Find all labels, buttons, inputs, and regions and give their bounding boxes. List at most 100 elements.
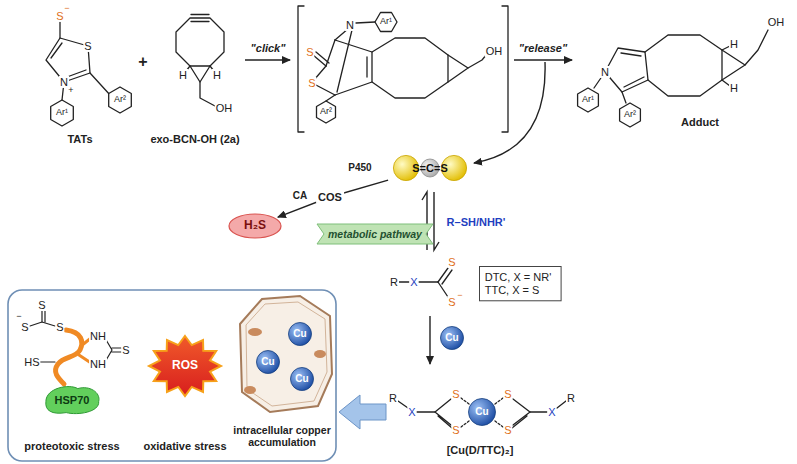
line-art [722, 50, 745, 80]
line-art [105, 338, 121, 362]
node-text: DTC, X = NR' [485, 271, 552, 284]
atom-label: N [600, 66, 610, 78]
atom-label: H [729, 82, 739, 94]
line-art [366, 57, 367, 77]
line-art [298, 6, 304, 132]
protein-blob: HSP70 [43, 385, 101, 415]
caption-label: exo-BCN-OH (2a) [149, 133, 240, 145]
arrow-label: "click" [250, 42, 287, 54]
atom-label: H [178, 69, 188, 81]
line-art [40, 361, 55, 362]
atom-label: S [447, 256, 456, 268]
line-art [474, 62, 545, 163]
line-art [512, 399, 530, 428]
line-art [109, 87, 132, 113]
line-art [620, 103, 641, 127]
ball-shape [289, 323, 312, 346]
atom-label: R [389, 276, 399, 288]
atom-label: S [503, 424, 512, 436]
copper-ball: Cu [440, 326, 464, 350]
atom-label: X [409, 276, 418, 288]
line-art [326, 95, 335, 101]
protein-chain [30, 311, 121, 384]
molecule-node: S=C=S [390, 153, 470, 183]
atom-label: R–SH/NHR' [446, 216, 507, 228]
caption-label: Adduct [680, 116, 720, 128]
atom-label: Ar¹ [380, 17, 392, 27]
arrow-label: CA [292, 190, 308, 201]
caption-label: proteotoxic stress [23, 440, 120, 452]
node-text: Cu [293, 328, 306, 340]
line-art [186, 66, 214, 71]
line-art [30, 311, 121, 362]
atom-label: S [451, 388, 460, 400]
line-art [314, 84, 335, 95]
atom-label: S [447, 296, 456, 308]
box-shape [479, 267, 561, 301]
atom-label: + [137, 53, 148, 71]
line-art [176, 18, 224, 66]
atom-label: S [55, 10, 64, 22]
atom-label: S [121, 344, 130, 356]
atom-label: X [547, 406, 556, 418]
line-art [67, 70, 86, 77]
copper-ball: Cu [468, 398, 496, 426]
line-art [317, 101, 336, 123]
line-art [438, 282, 448, 297]
complex-structure [398, 398, 566, 428]
line-art [502, 6, 508, 132]
atom-label: S [305, 46, 314, 58]
adduct-structure [578, 30, 768, 127]
atom-label: OH [215, 102, 234, 114]
node-text: H₂S [244, 219, 266, 233]
arrow-label: P450 [347, 162, 372, 173]
ros-starburst: ROS [148, 335, 222, 397]
atom-label: S [55, 321, 64, 333]
caption-label: TATs [66, 133, 93, 145]
tat-structure [46, 21, 131, 126]
line-art [335, 28, 352, 92]
atom-label: Ar² [114, 95, 126, 105]
atom-label: S [20, 321, 29, 333]
bcn-structure [176, 15, 224, 107]
arrow-label: "release" [518, 42, 568, 54]
ellipse-shape [229, 214, 281, 238]
line-art [434, 192, 439, 250]
line-art [435, 399, 452, 428]
line-art [578, 88, 599, 112]
line-art [514, 59, 572, 60]
line-art [622, 92, 626, 103]
node-text: HSP70 [55, 394, 90, 407]
line-art [51, 100, 74, 126]
line-art [448, 55, 468, 82]
atom-label: H [729, 38, 739, 50]
caption-label: COS [316, 191, 344, 203]
line-art [313, 52, 329, 66]
legend-box: DTC, X = NR'TTC, X = S [479, 266, 562, 301]
atom-label: OH [485, 45, 504, 57]
node-text: Cu [261, 356, 274, 368]
node-text: TTC, X = S [485, 284, 540, 297]
atom-label: S [451, 424, 460, 436]
line-art [56, 330, 82, 384]
line-art [246, 302, 327, 406]
line-art [245, 59, 290, 60]
line-art [495, 398, 503, 427]
caption-label: intracellular copper accumulation [231, 424, 333, 448]
atom-label: Ar² [624, 110, 636, 120]
atom-label: + [68, 86, 73, 96]
atom-label: R [566, 392, 576, 404]
line-art [745, 30, 768, 65]
copper-ball: Cu [288, 322, 312, 346]
dtc-structure [399, 268, 452, 297]
line-art [372, 38, 448, 98]
node-text: metabolic pathway [328, 228, 422, 240]
pathway-arrow [278, 180, 388, 217]
pathway-banner: metabolic pathway [317, 224, 433, 244]
atom-label: Ar¹ [582, 95, 594, 105]
node-text: S=C=S [412, 162, 447, 175]
ball-shape [469, 399, 496, 426]
node-text: ROS [172, 359, 198, 373]
cell-illustration [240, 296, 332, 412]
